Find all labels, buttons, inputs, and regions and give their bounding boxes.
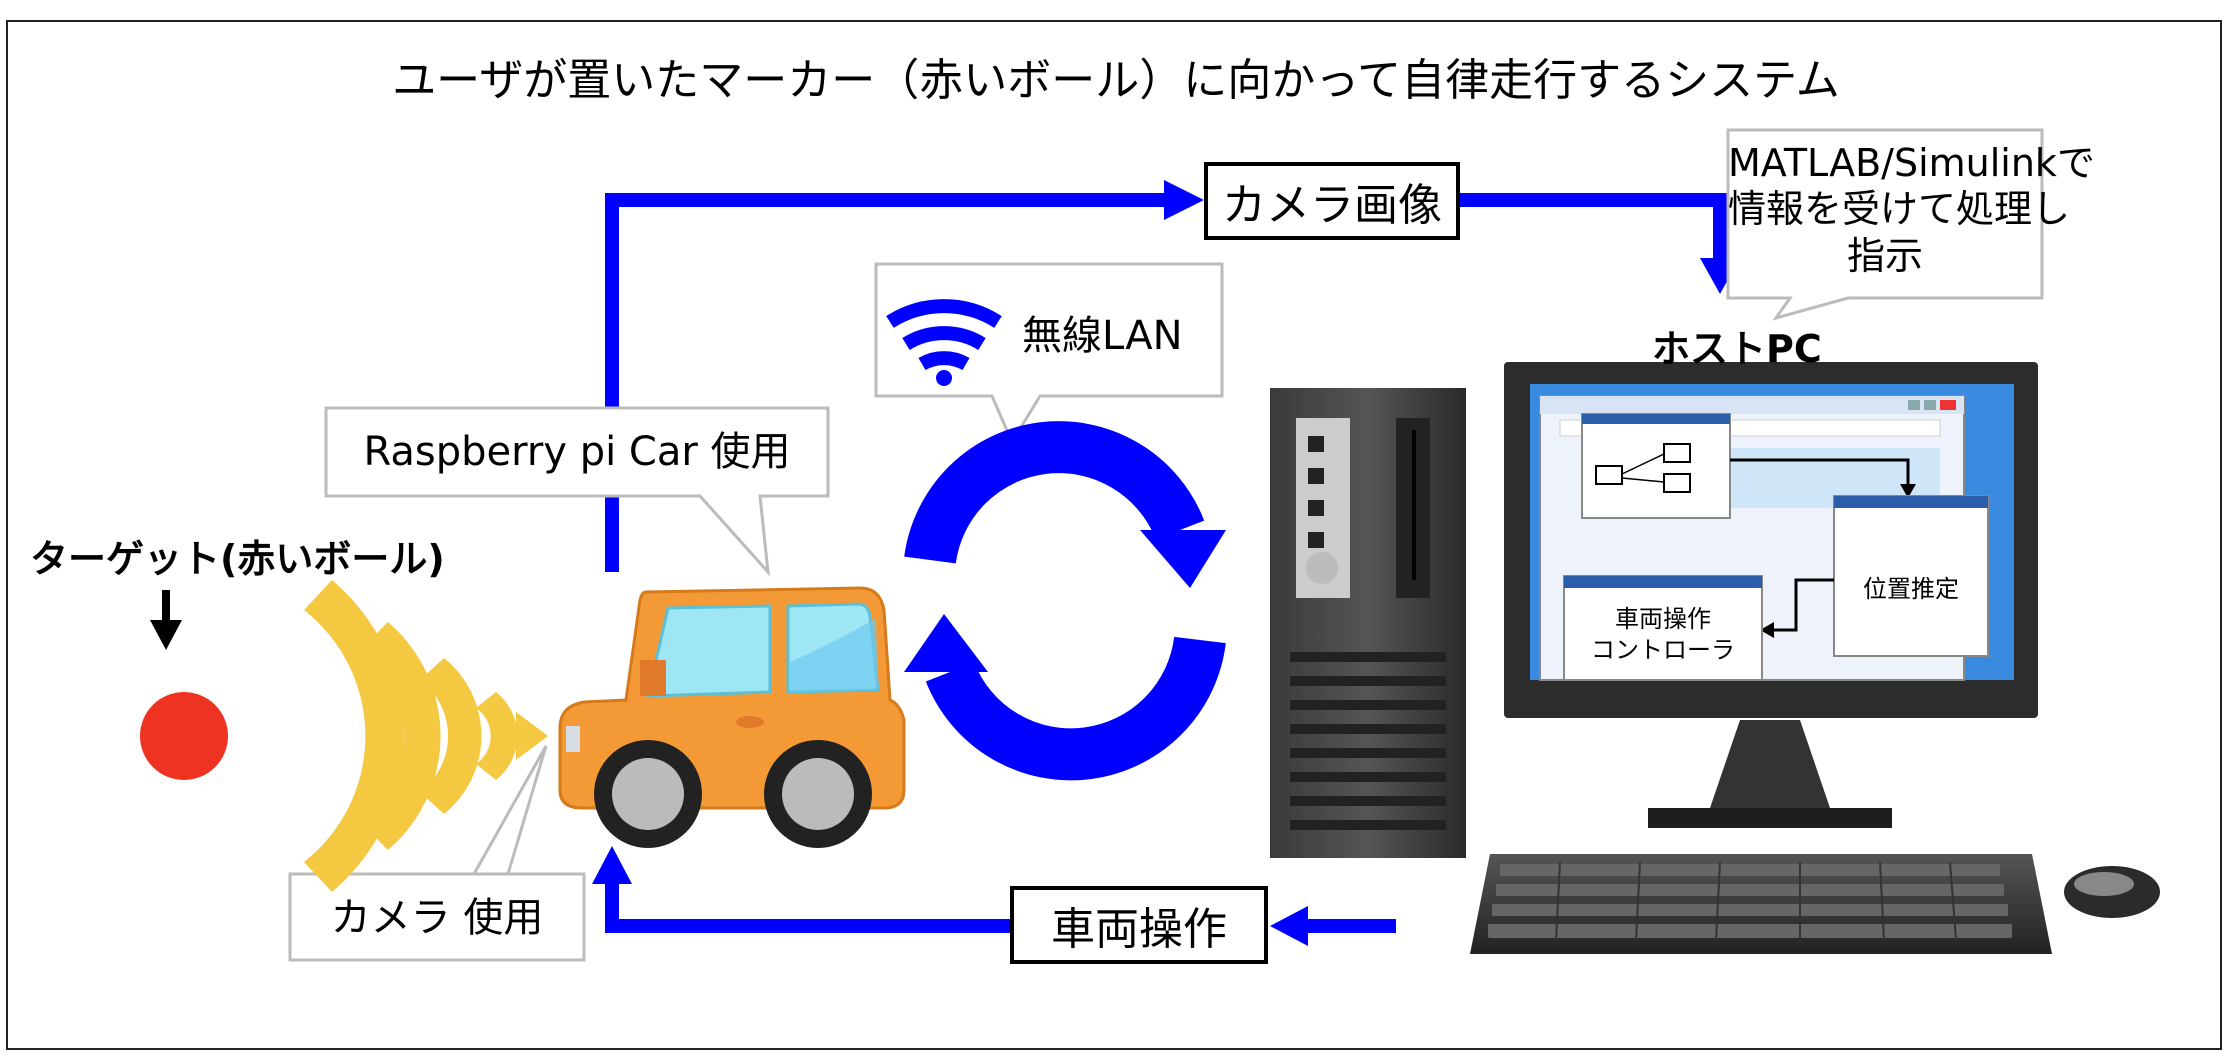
screen-controller-line-2: コントローラ <box>1591 636 1735 665</box>
mouse-icon <box>2064 866 2160 918</box>
matlab-note-line-3: 指示 <box>1846 233 1923 278</box>
camera-use-callout <box>288 745 586 962</box>
raspberry-car-callout <box>324 406 830 577</box>
screen-controller-label: 車両操作 コントローラ <box>1564 604 1762 666</box>
wireless-lan-label: 無線LAN <box>1022 313 1183 359</box>
screen-position-estimation-label: 位置推定 <box>1863 575 1959 603</box>
red-ball-icon <box>140 692 228 780</box>
vehicle-operation-label: 車両操作 <box>1010 886 1268 964</box>
camera-waves-icon <box>304 580 548 892</box>
diagram-frame <box>6 20 2222 1050</box>
pc-tower-icon <box>1270 388 1466 858</box>
keyboard-icon <box>1470 854 2052 954</box>
target-label: ターゲット(赤いボール) <box>30 537 445 581</box>
matlab-note-line-1: MATLAB/Simulinkで <box>1728 141 2095 185</box>
raspberry-car-label: Raspberry pi Car 使用 <box>363 429 791 475</box>
target-pointer-arrow <box>150 590 182 650</box>
car-icon <box>558 586 906 848</box>
camera-use-label: カメラ 使用 <box>330 895 544 941</box>
screen-controller-line-1: 車両操作 <box>1615 605 1711 633</box>
matlab-note-line-2: 情報を受けて処理し <box>1728 187 2071 232</box>
matlab-note-text: MATLAB/Simulinkで 情報を受けて処理し 指示 <box>1728 140 2095 279</box>
monitor-icon <box>1504 362 2038 828</box>
sync-arrows-icon <box>904 421 1226 781</box>
matlab-note-callout <box>1726 128 2044 321</box>
diagram-title: ユーザが置いたマーカー（赤いボール）に向かって自律走行するシステム <box>392 55 1840 106</box>
wifi-icon <box>886 299 1002 386</box>
vehicle-operation-flow-arrow <box>592 846 1396 946</box>
host-pc-label: ホストPC <box>1652 327 1822 371</box>
camera-image-label: カメラ画像 <box>1204 162 1460 240</box>
